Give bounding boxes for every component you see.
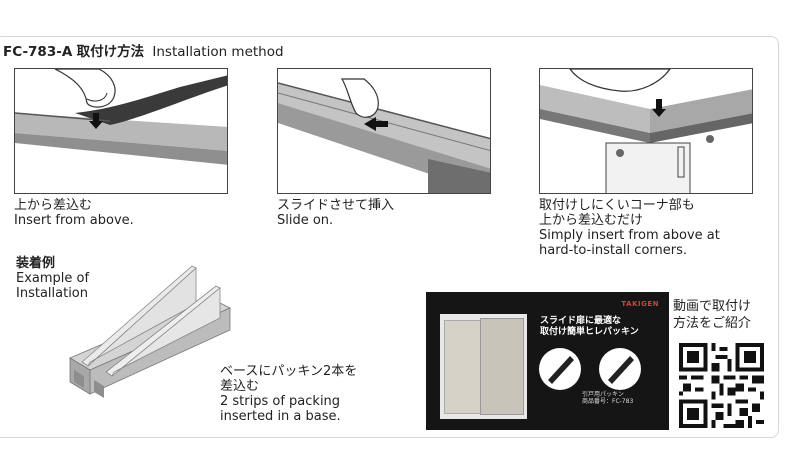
sliding-door-photo	[440, 314, 527, 419]
step1-illustration	[14, 68, 228, 194]
video-thumbnail[interactable]: TAKIGEN スライド扉に最適な 取付け簡単ヒレパッキン 引戸用パッキン 商品…	[426, 292, 669, 430]
step3-ja-line2: 上から差込むだけ	[539, 213, 644, 228]
title-ja: 取付け方法	[76, 44, 145, 60]
example-label: 装着例 Example of Installation	[16, 256, 89, 301]
qr-caption-line1: 動画で取付け	[673, 299, 752, 314]
installation-example-illustration	[69, 265, 231, 398]
example-caption-en-line2: inserted in a base.	[220, 409, 341, 424]
video-title: スライド扉に最適な 取付け簡単ヒレパッキン	[540, 316, 639, 338]
video-title-line1: スライド扉に最適な	[540, 316, 622, 326]
step3-en-line2: hard-to-install corners.	[539, 243, 687, 258]
step1-ja: 上から差込む	[14, 198, 93, 213]
example-caption-en-line1: 2 strips of packing	[220, 394, 341, 409]
step3-en-line1: Simply insert from above at	[539, 228, 720, 243]
video-small-line1: 引戸用パッキン	[582, 391, 624, 398]
qr-caption-line2: 方法をご紹介	[673, 316, 752, 331]
step3-ja-line1: 取付けしにくいコーナ部も	[539, 198, 695, 213]
insert-from-above-illustration	[15, 69, 227, 165]
example-caption-ja-line1: ベースにパッキン2本を	[220, 364, 358, 379]
page-title: FC-783-A 取付け方法 Installation method	[3, 40, 284, 60]
step3-caption: 取付けしにくいコーナ部も 上から差込むだけ Simply insert from…	[539, 198, 720, 258]
step2-illustration	[277, 68, 491, 194]
step2-ja: スライドさせて挿入	[277, 198, 395, 213]
slide-on-illustration	[278, 78, 490, 193]
step2-caption: スライドさせて挿入 Slide on.	[277, 198, 394, 228]
step3-illustration	[539, 68, 753, 194]
example-ja: 装着例	[16, 256, 56, 271]
video-small-line2: 商品番号：FC-783	[582, 398, 634, 405]
packing-product-icon	[539, 348, 641, 390]
video-title-line2: 取付け簡単ヒレパッキン	[540, 327, 639, 337]
video-product-info: 引戸用パッキン 商品番号：FC-783	[582, 391, 633, 405]
step2-en: Slide on.	[277, 213, 334, 228]
example-caption-ja-line2: 差込む	[220, 379, 260, 394]
qr-code[interactable]	[679, 343, 764, 428]
step1-caption: 上から差込む Insert from above.	[14, 198, 134, 228]
step1-en: Insert from above.	[14, 213, 134, 228]
qr-caption: 動画で取付け 方法をご紹介	[673, 298, 751, 332]
example-en-line2: Installation	[16, 286, 89, 301]
model-number: FC-783-A	[3, 44, 73, 60]
corner-insert-illustration	[540, 69, 752, 193]
example-caption: ベースにパッキン2本を 差込む 2 strips of packing inse…	[220, 364, 357, 424]
example-en-line1: Example of	[16, 271, 90, 286]
brand-logo: TAKIGEN	[621, 300, 659, 308]
title-en: Installation method	[152, 44, 284, 60]
